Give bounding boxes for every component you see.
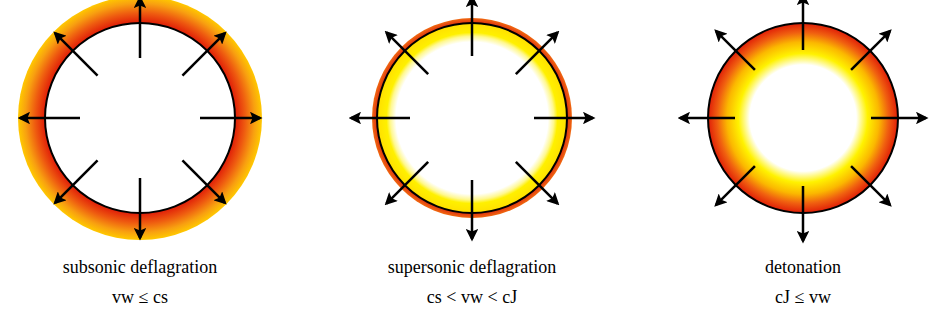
bubble-illustration [334, 0, 610, 332]
heated-shell [18, 0, 262, 240]
expansion-arrow [351, 117, 410, 120]
expansion-arrow [139, 0, 142, 58]
expansion-arrow [716, 166, 755, 205]
expansion-arrow [182, 160, 224, 202]
expansion-arrow [386, 162, 428, 204]
expansion-arrow [55, 160, 97, 202]
velocity-condition: cJ ≤ vw [665, 282, 941, 312]
bubble-illustration [2, 0, 278, 332]
mode-caption: detonation [665, 252, 941, 282]
expansion-arrow [851, 31, 890, 70]
caption-block: supersonic deflagrationcs < vw < cJ [334, 252, 610, 312]
expansion-arrow [182, 33, 224, 75]
expansion-arrow [871, 117, 926, 120]
caption-block: subsonic deflagrationvw ≤ cs [2, 252, 278, 312]
expansion-arrow [20, 117, 80, 120]
expansion-arrow [516, 162, 558, 204]
expansion-arrow [851, 166, 890, 205]
expansion-arrow [55, 33, 97, 75]
velocity-condition: cs < vw < cJ [334, 282, 610, 312]
expansion-arrow [200, 117, 260, 120]
bubble-node: detonationcJ ≤ vw [665, 0, 941, 332]
expansion-arrow [680, 117, 735, 120]
bubble-node: subsonic deflagrationvw ≤ cs [2, 0, 278, 332]
expansion-arrow [139, 178, 142, 238]
velocity-condition: vw ≤ cs [2, 282, 278, 312]
expansion-arrow [802, 186, 805, 241]
expansion-arrow [534, 117, 593, 120]
bubble-wall [708, 23, 898, 213]
expansion-arrow [516, 32, 558, 74]
expansion-arrow [471, 180, 474, 239]
expansion-arrow [471, 0, 474, 56]
expansion-arrow [386, 32, 428, 74]
mode-caption: subsonic deflagration [2, 252, 278, 282]
mode-caption: supersonic deflagration [334, 252, 610, 282]
caption-block: detonationcJ ≤ vw [665, 252, 941, 312]
bubble-node: supersonic deflagrationcs < vw < cJ [334, 0, 610, 332]
expansion-arrow [802, 0, 805, 50]
expansion-arrow [716, 31, 755, 70]
bubble-illustration [665, 0, 941, 332]
